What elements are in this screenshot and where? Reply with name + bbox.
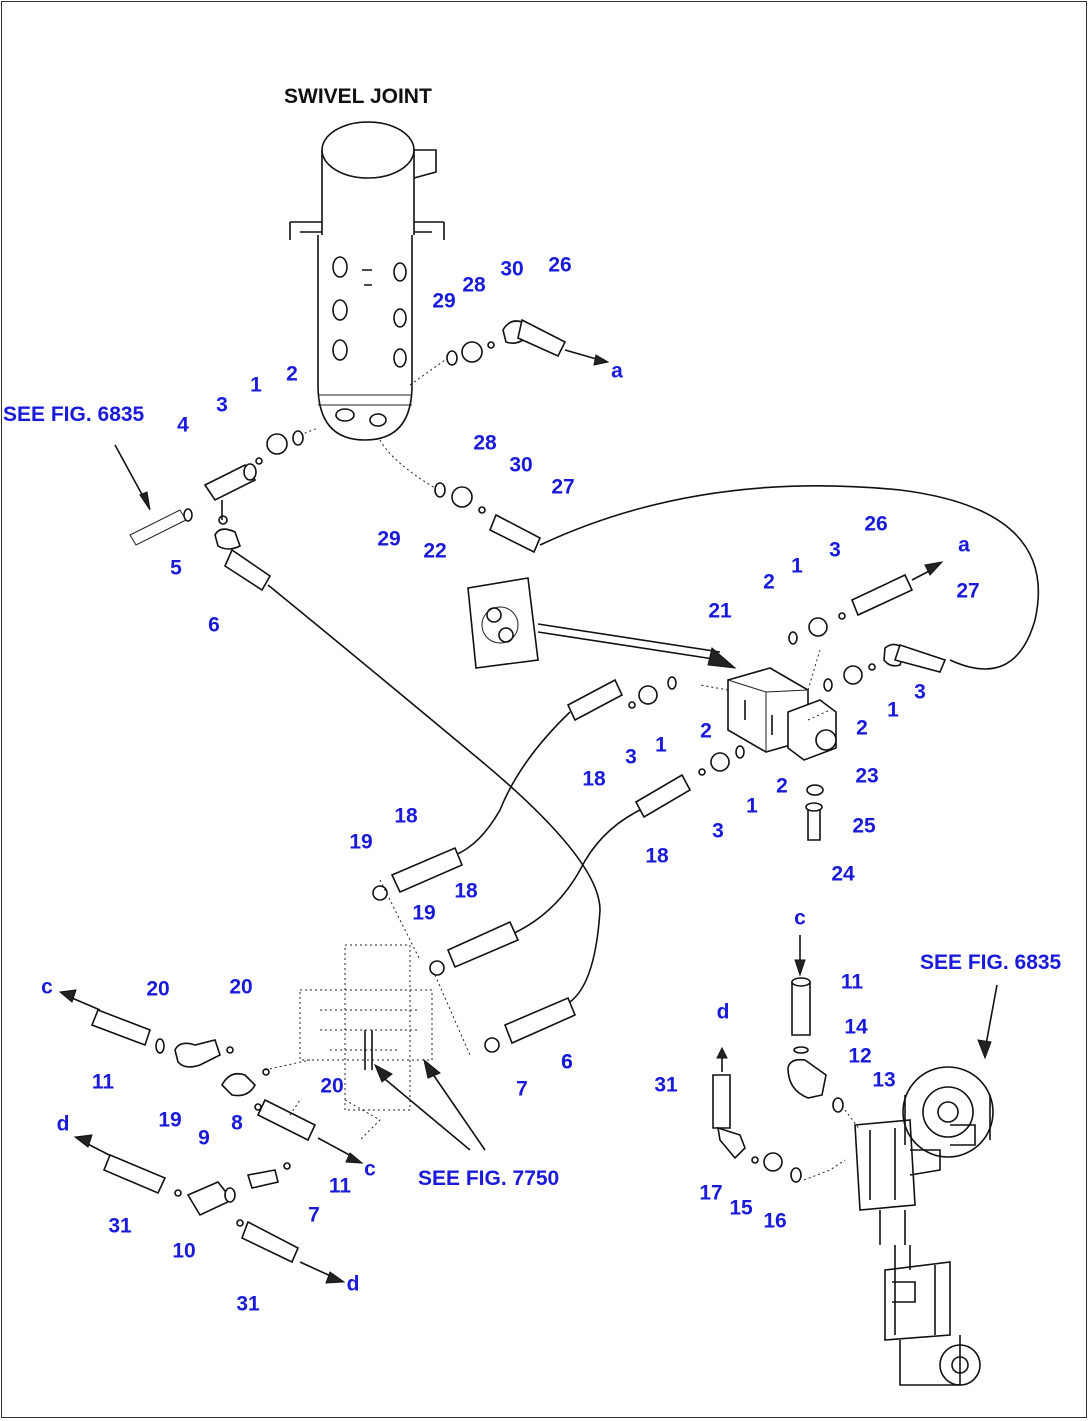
callout-part-31: 31 (108, 1214, 132, 1238)
callout-part-30: 30 (500, 257, 524, 281)
callout-part-19: 19 (349, 830, 373, 854)
callout-part-16: 16 (763, 1209, 787, 1233)
callout-part-3: 3 (712, 819, 724, 843)
callout-part-3: 3 (625, 745, 637, 769)
fittings-valve-left (454, 676, 745, 936)
callout-part-1: 1 (791, 554, 803, 578)
callout-part-13: 13 (872, 1068, 896, 1092)
callout-part-28: 28 (473, 431, 497, 455)
callout-part-6: 6 (561, 1050, 573, 1074)
callout-part-1: 1 (746, 794, 758, 818)
callout-part-22: 22 (423, 539, 447, 563)
callout-part-24: 24 (831, 862, 855, 886)
callout-part-2: 2 (700, 719, 712, 743)
callout-part-8: 8 (231, 1111, 243, 1135)
fittings-lower-right-d (712, 1046, 846, 1183)
callout-part-26: 26 (548, 253, 572, 277)
callout-part-12: 12 (848, 1044, 872, 1068)
callout-part-10: 10 (172, 1239, 196, 1263)
callout-part-20: 20 (229, 975, 253, 999)
callout-part-20: 20 (320, 1074, 344, 1098)
swivel-joint-drawing (289, 121, 445, 441)
callout-part-1: 1 (887, 698, 899, 722)
callout-part-15: 15 (729, 1196, 753, 1220)
pressure-switch (467, 577, 737, 669)
callout-part-17: 17 (699, 1181, 723, 1205)
callout-part-18: 18 (454, 879, 478, 903)
callout-part-19: 19 (412, 901, 436, 925)
callout-part-1: 1 (250, 373, 262, 397)
callout-part-2: 2 (776, 774, 788, 798)
callout-part-18: 18 (582, 767, 606, 791)
callout-part-21: 21 (708, 599, 732, 623)
callout-part-11: 11 (328, 1174, 352, 1198)
callout-part-18: 18 (394, 804, 418, 828)
callout-part-31: 31 (654, 1073, 678, 1097)
callout-part-3: 3 (914, 680, 926, 704)
fittings-middle (434, 482, 1040, 670)
fittings-lower-right (787, 935, 861, 1131)
callout-part-30: 30 (509, 453, 533, 477)
callout-part-31: 31 (236, 1292, 260, 1316)
callout-part-3: 3 (216, 393, 228, 417)
callout-part-25: 25 (852, 814, 876, 838)
callout-part-4: 4 (177, 413, 189, 437)
connection-label-c: c (41, 975, 53, 999)
callout-part-26: 26 (864, 512, 888, 536)
callout-part-6: 6 (208, 613, 220, 637)
connection-label-c: c (794, 906, 806, 930)
callout-part-14: 14 (844, 1015, 868, 1039)
callout-part-29: 29 (377, 527, 401, 551)
connection-label-d: d (346, 1272, 360, 1296)
fittings-left (129, 430, 601, 1006)
callout-part-5: 5 (170, 556, 182, 580)
callout-part-20: 20 (146, 977, 170, 1001)
connection-label-d: d (56, 1112, 70, 1136)
manifold-block (299, 879, 471, 1141)
hose-ends-mid (372, 846, 577, 1053)
boom-cylinder (854, 1066, 994, 1386)
callout-part-23: 23 (855, 764, 879, 788)
callout-part-1: 1 (655, 733, 667, 757)
callout-part-27: 27 (956, 579, 980, 603)
callout-part-2: 2 (286, 362, 298, 386)
callout-part-2: 2 (763, 570, 775, 594)
callout-part-27: 27 (551, 475, 575, 499)
see-fig-6835-left[interactable]: SEE FIG. 6835 (3, 403, 145, 426)
callout-part-7: 7 (516, 1077, 528, 1101)
fittings-lower-left (58, 989, 364, 1164)
callout-part-3: 3 (829, 538, 841, 562)
callout-part-11: 11 (840, 970, 864, 994)
callout-part-6-dup: 6 (561, 1050, 573, 1074)
valve-block (699, 649, 837, 761)
callout-part-11: 11 (91, 1070, 115, 1094)
connection-label-a: a (611, 359, 623, 383)
callout-part-18: 18 (645, 844, 669, 868)
callout-part-7: 7 (308, 1203, 320, 1227)
connection-label-c: c (364, 1157, 376, 1181)
callout-part-9: 9 (198, 1126, 210, 1150)
callout-part-2: 2 (856, 716, 868, 740)
connection-label-d: d (716, 1000, 730, 1024)
fittings-lower-left-d (73, 1134, 346, 1284)
fittings-valve-right (788, 561, 947, 692)
callout-part-28: 28 (462, 273, 486, 297)
see-fig-6835-right[interactable]: SEE FIG. 6835 (920, 951, 1062, 974)
fittings-upper-right (446, 318, 610, 366)
connection-label-a: a (958, 533, 970, 557)
callout-part-19: 19 (158, 1108, 182, 1132)
see-fig-7750[interactable]: SEE FIG. 7750 (418, 1167, 560, 1190)
swivel-joint-label: SWIVEL JOINT (284, 85, 432, 108)
callout-part-29: 29 (432, 289, 456, 313)
bolt-group (805, 784, 824, 841)
